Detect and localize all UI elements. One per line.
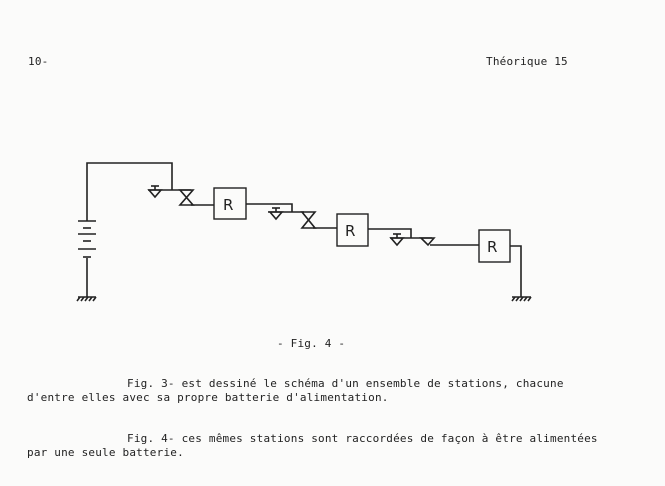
station-box-r — [336, 213, 369, 247]
station-3: R — [368, 228, 522, 297]
battery-icon — [78, 220, 96, 258]
paragraph-2-line-2: par une seule batterie. — [27, 446, 184, 459]
antenna-icon — [419, 237, 436, 247]
ground-icon-right — [511, 296, 532, 302]
paragraph-1-line-2: d'entre elles avec sa propre batterie d'… — [27, 391, 389, 404]
running-header: Théorique 15 — [486, 55, 568, 68]
station-2: R — [246, 203, 369, 247]
antenna-icon — [268, 207, 284, 221]
hourglass-icon — [300, 211, 317, 229]
figure-caption: - Fig. 4 - — [277, 337, 346, 350]
page-number: 10- — [28, 55, 49, 68]
ground-icon-left — [76, 296, 97, 302]
antenna-icon — [389, 233, 405, 247]
battery-wire — [86, 162, 173, 297]
paragraph-2-line-1: Fig. 4- ces mêmes stations sont raccordé… — [127, 432, 598, 445]
station-label: R — [223, 196, 233, 214]
station-label: R — [487, 238, 497, 256]
station-label: R — [345, 222, 355, 240]
paragraph-1-line-1: Fig. 3- est dessiné le schéma d'un ensem… — [127, 377, 564, 390]
hourglass-icon — [178, 189, 195, 206]
station-1: R — [147, 185, 247, 220]
antenna-icon — [147, 185, 163, 199]
station-box-r — [213, 187, 247, 220]
